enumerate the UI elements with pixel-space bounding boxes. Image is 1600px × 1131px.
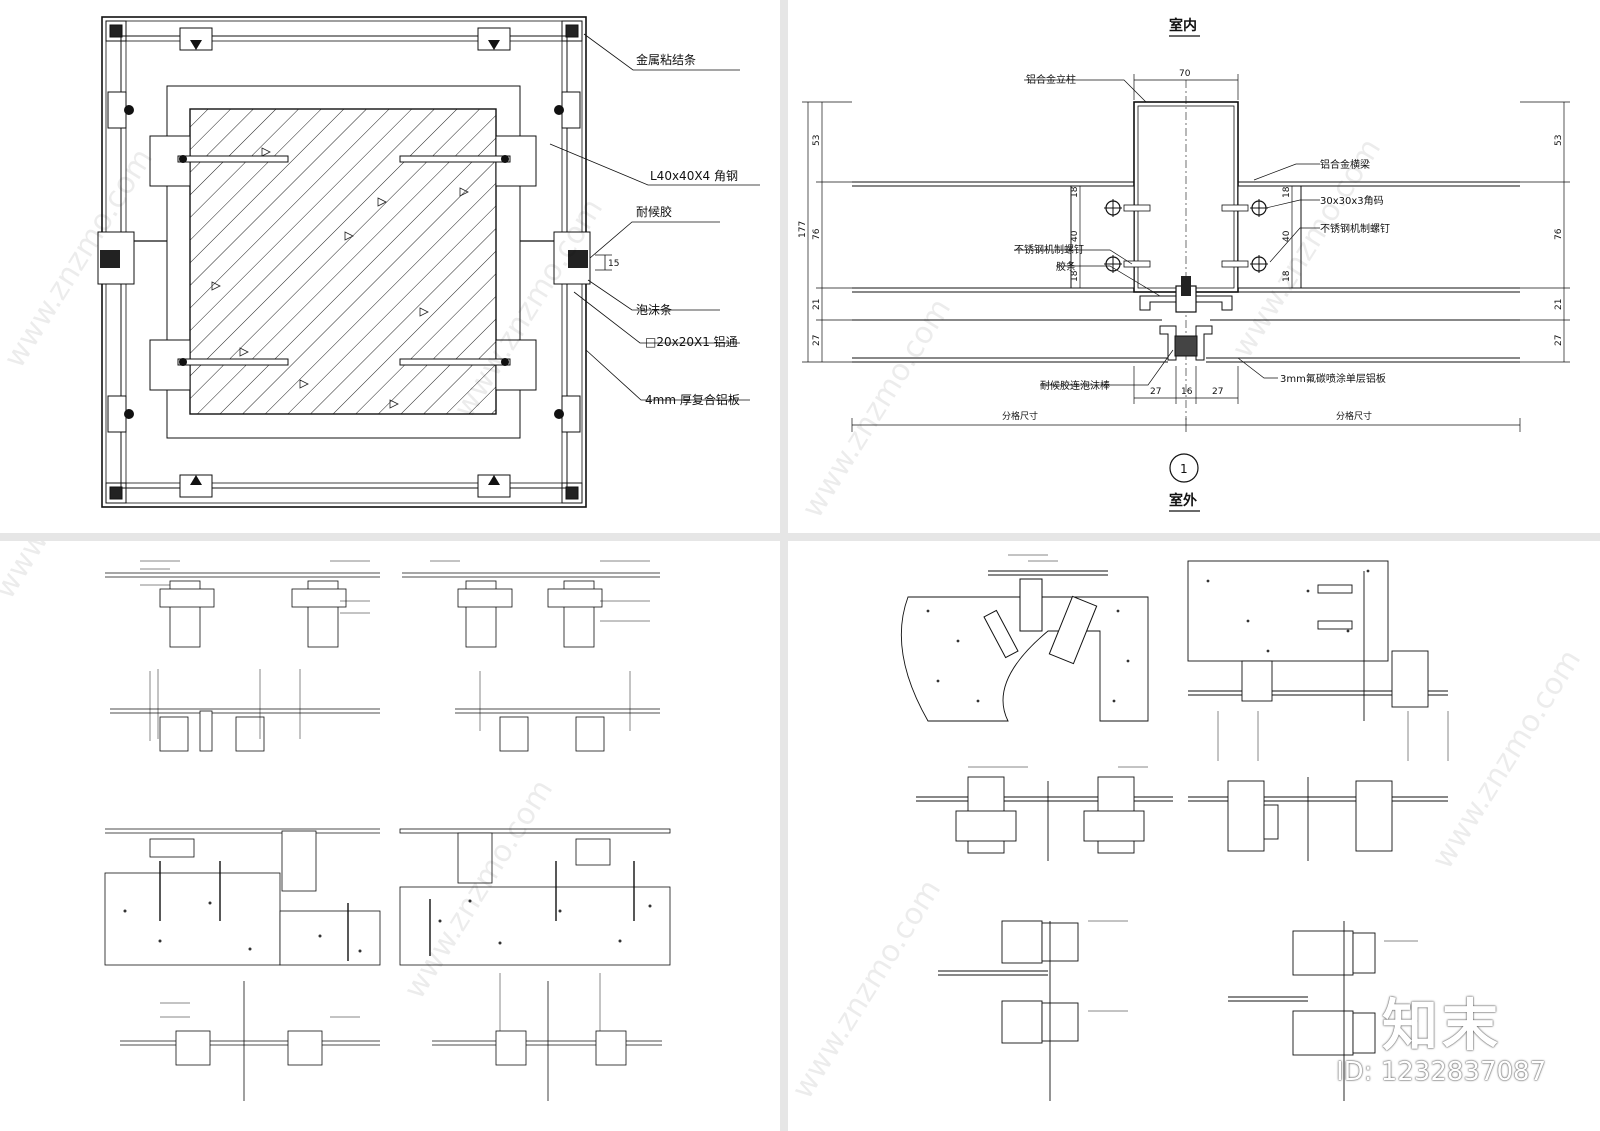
dim-right-21: 21 — [1554, 299, 1564, 310]
dim-18b: 18 — [1070, 270, 1080, 282]
title-outdoor: 室外 — [1169, 492, 1197, 509]
label-sealant-foam: 耐候胶连泡沫棒 — [1040, 379, 1110, 392]
label-aluminum-tube: □20x20X1 铝通 — [645, 334, 738, 349]
mullion-section-drawing: 室内 — [795, 17, 1570, 524]
dim-left-76: 76 — [812, 228, 822, 240]
label-metal-strip: 金属粘结条 — [636, 52, 696, 67]
dim-18d: 18 — [1282, 270, 1292, 282]
section-number: 1 — [1180, 462, 1188, 476]
dim-18a: 18 — [1070, 186, 1080, 198]
label-screw-right: 不锈钢机制螺钉 — [1320, 222, 1390, 235]
watermark-text-a1: www.znzmo.com — [0, 142, 160, 374]
watermark-text-d2: www.znzmo.com — [1425, 643, 1588, 875]
label-foam-strip: 泡沫条 — [636, 303, 672, 317]
dim-bottom-27b: 27 — [1212, 387, 1223, 397]
brand-id: ID: 1232837087 — [1336, 1057, 1547, 1087]
label-aluminum-sheet: 3mm氟碳喷涂单层铝板 — [1280, 372, 1386, 385]
dim-span-right: 分格尺寸 — [1336, 410, 1372, 422]
label-gasket: 胶条 — [1056, 260, 1076, 273]
dim-18c: 18 — [1282, 186, 1292, 198]
dim-right-53: 53 — [1554, 135, 1564, 146]
dim-40a: 40 — [1070, 230, 1080, 242]
dim-bottom-27a: 27 — [1150, 387, 1161, 397]
label-mullion: 铝合金立柱 — [1026, 73, 1076, 86]
panel-node-details-right: www.znzmo.com www.znzmo.com 知末 ID: 12328… — [788, 541, 1600, 1131]
dim-40b: 40 — [1282, 230, 1292, 242]
node-details-left-drawing: www.znzmo.com www.znzmo.com — [0, 541, 671, 1101]
panel-panel-detail: 金属粘结条 L40x40X4 角钢 耐候胶 泡沫条 □20x20X1 铝通 4m… — [0, 0, 780, 533]
dim-width-70: 70 — [1179, 69, 1191, 79]
label-screw-left: 不锈钢机制螺钉 — [1014, 243, 1084, 256]
node-details-right-drawing: www.znzmo.com www.znzmo.com — [788, 554, 1588, 1105]
label-sealant: 耐候胶 — [636, 204, 672, 219]
title-indoor: 室内 — [1169, 17, 1197, 34]
label-angle-steel: L40x40X4 角钢 — [650, 169, 738, 183]
dim-15: 15 — [608, 259, 619, 269]
dim-left-21: 21 — [812, 299, 822, 310]
dim-span-left: 分格尺寸 — [1002, 410, 1038, 422]
dim-bottom-16: 16 — [1181, 387, 1193, 397]
panel-node-details-left: www.znzmo.com www.znzmo.com — [0, 541, 780, 1131]
dim-left-27: 27 — [812, 335, 822, 346]
label-corner-code: 30x30x3角码 — [1320, 195, 1384, 207]
dim-left-53: 53 — [812, 135, 822, 146]
watermark-text-d1: www.znzmo.com — [788, 873, 948, 1105]
watermark-text-b1: www.znzmo.com — [795, 292, 958, 524]
dim-right-76: 76 — [1554, 228, 1564, 240]
label-transom: 铝合金横梁 — [1320, 158, 1370, 171]
label-composite-panel: 4mm 厚复合铝板 — [645, 392, 740, 407]
dim-left-177: 177 — [798, 221, 808, 238]
dim-right-27: 27 — [1554, 335, 1564, 346]
panel-mullion-section: 室内 — [788, 0, 1600, 533]
brand-logo: 知末 — [1382, 994, 1502, 1059]
panel-detail-drawing: 金属粘结条 L40x40X4 角钢 耐候胶 泡沫条 □20x20X1 铝通 4m… — [0, 16, 760, 508]
